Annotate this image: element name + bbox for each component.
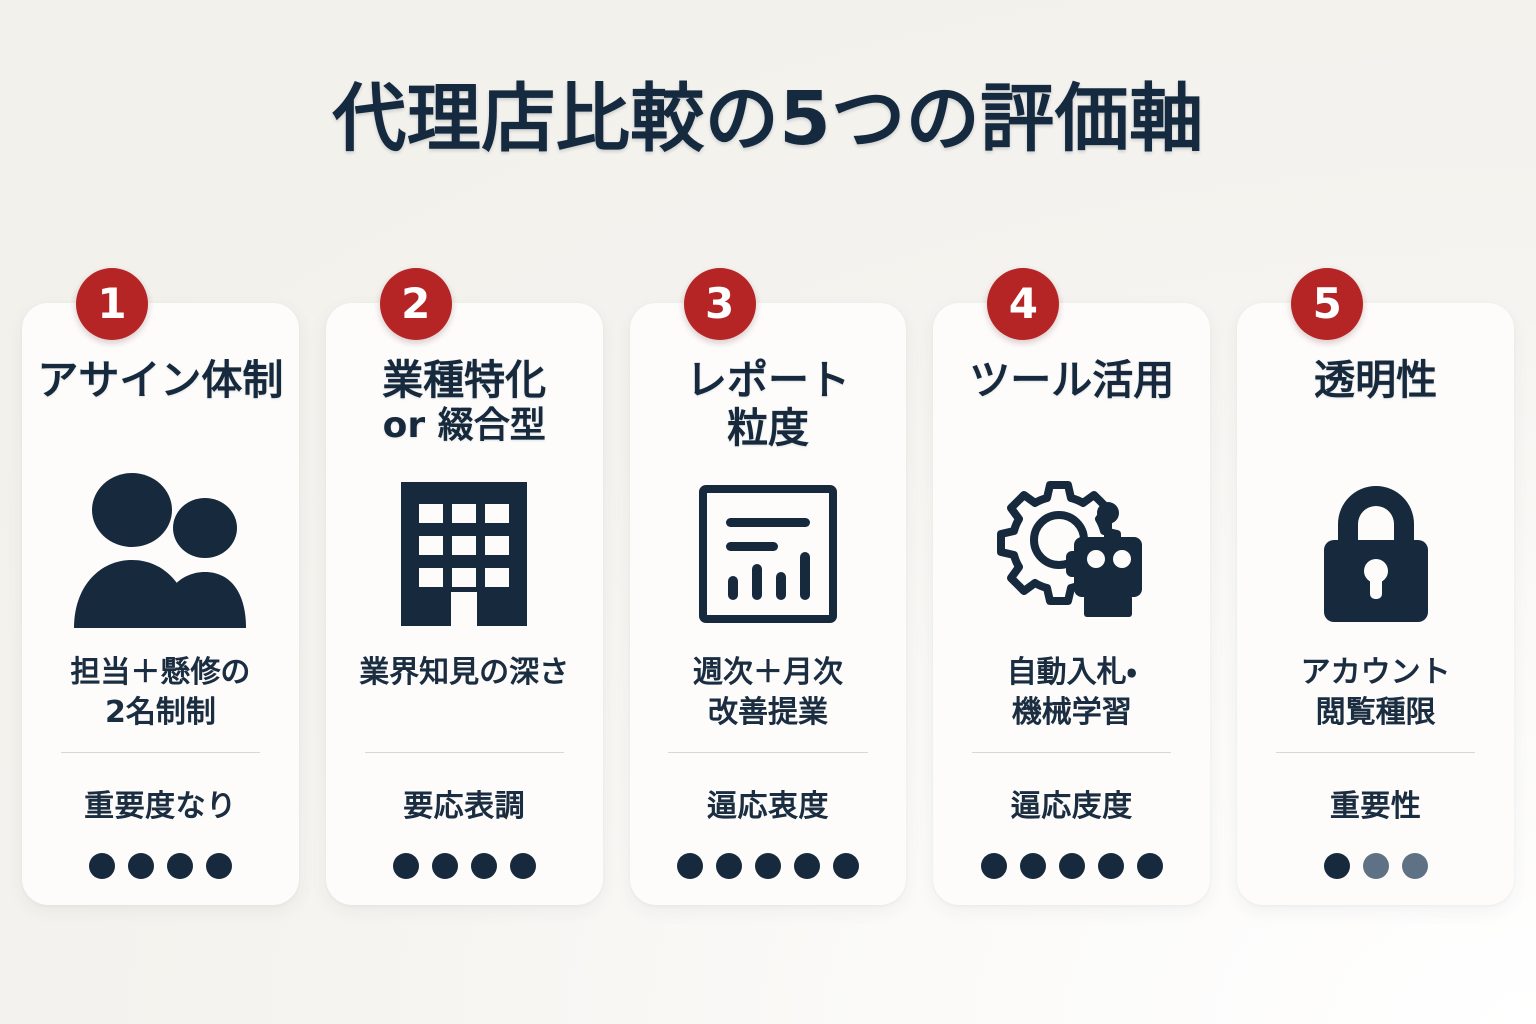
card-rating-label-5: 重要性 (1329, 789, 1422, 824)
page-title: 代理店比較の5つの評価軸 (332, 76, 1204, 162)
two-people-icon (68, 459, 252, 649)
rating-dot-filled (793, 853, 820, 879)
card-number-badge-3: 3 (683, 268, 756, 340)
card-description-line2-5: 閲覧種限 (1315, 694, 1436, 730)
rating-dot-empty (1362, 853, 1389, 879)
card-description-line1-3: 週次＋月次 (692, 655, 843, 690)
card-description-1: 担当＋懸修の 2名制制 (70, 653, 250, 735)
rating-dot-filled (980, 853, 1007, 879)
card-description-3: 週次＋月次 改善提業 (693, 653, 843, 735)
card-divider-1 (60, 752, 260, 753)
rating-dot-empty (1401, 853, 1428, 879)
card-title-main-3: レポート (685, 356, 850, 404)
card-description-line1-2: 業界知見の深さ (359, 655, 570, 690)
card-title-sub-3: 粒度 (726, 403, 809, 452)
card-description-line1-1: 担当＋懸修の (70, 655, 251, 690)
evaluation-cards-row: 1 アサイン体制 担当＋懸修の 2名制制 重要度なり (22, 268, 1514, 905)
card-title-3: レポート 粒度 (685, 356, 850, 453)
card-rating-dots-4 (980, 853, 1163, 879)
rating-dot-filled (715, 853, 742, 879)
rating-dot-filled (1136, 853, 1163, 879)
card-number-badge-1: 1 (76, 268, 148, 340)
rating-dot-filled (509, 853, 536, 879)
card-rating-label-1: 重要度なり (84, 789, 237, 824)
evaluation-card-1[interactable]: 1 アサイン体制 担当＋懸修の 2名制制 重要度なり (22, 268, 299, 905)
card-description-2: 業界知見の深さ (359, 653, 569, 735)
card-title-4: ツール活用 (969, 356, 1175, 453)
gear-robot-icon (984, 459, 1160, 649)
card-divider-5 (1276, 752, 1476, 753)
card-description-5: アカウント 閲覧種限 (1301, 653, 1451, 735)
card-description-line1-5: アカウント (1300, 655, 1451, 690)
building-icon (389, 459, 539, 649)
card-title-main-5: 透明性 (1314, 356, 1438, 404)
card-number-badge-5: 5 (1291, 268, 1364, 340)
rating-dot-filled (205, 853, 232, 879)
card-number-badge-2: 2 (379, 268, 452, 340)
rating-dot-filled (470, 853, 497, 879)
card-title-2: 業種特化 or 綴合型 (382, 356, 547, 453)
rating-dot-filled (1323, 853, 1350, 879)
card-rating-label-4: 逼応庋度 (1010, 789, 1133, 824)
card-description-line2-1: 2名制制 (104, 694, 216, 730)
rating-dot-filled (1058, 853, 1085, 879)
evaluation-card-5[interactable]: 5 透明性 アカウント 閲覧種限 重要性 (1237, 268, 1514, 905)
card-divider-2 (364, 752, 564, 753)
lock-icon (1309, 459, 1443, 649)
card-title-main-2: 業種特化 (382, 356, 547, 404)
rating-dot-filled (754, 853, 781, 879)
evaluation-card-3[interactable]: 3 レポート 粒度 週次＋月次 改善提業 (629, 268, 907, 905)
card-title-main-4: ツール活用 (969, 356, 1175, 404)
card-rating-label-3: 逼応衷度 (706, 789, 829, 824)
card-number-badge-4: 4 (987, 268, 1060, 340)
card-title-1: アサイン体制 (37, 356, 284, 453)
card-rating-dots-5 (1323, 853, 1428, 879)
evaluation-card-2[interactable]: 2 業種特化 or 綴合型 (325, 268, 603, 905)
card-description-line2-3: 改善提業 (707, 694, 828, 730)
card-title-5: 透明性 (1314, 356, 1438, 453)
rating-dot-filled (88, 853, 115, 879)
card-description-line1-4: 自動入札・ (1006, 655, 1137, 690)
card-rating-dots-3 (676, 853, 859, 879)
card-divider-3 (668, 752, 868, 753)
rating-dot-filled (832, 853, 859, 879)
card-description-4: 自動入札・ 機械学習 (1007, 653, 1137, 735)
card-rating-label-2: 要応表調 (403, 789, 526, 824)
rating-dot-filled (1097, 853, 1124, 879)
card-rating-dots-1 (88, 853, 232, 879)
card-divider-4 (972, 752, 1172, 753)
rating-dot-filled (127, 853, 154, 879)
card-title-main-1: アサイン体制 (37, 356, 284, 404)
rating-dot-filled (431, 853, 458, 879)
rating-dot-filled (1019, 853, 1046, 879)
card-description-line2-4: 機械学習 (1011, 694, 1132, 730)
rating-dot-filled (392, 853, 419, 879)
card-rating-dots-2 (392, 853, 536, 879)
rating-dot-filled (676, 853, 703, 879)
report-chart-icon (694, 459, 842, 649)
rating-dot-filled (166, 853, 193, 879)
card-title-sub-2: or 綴合型 (382, 404, 546, 446)
evaluation-card-4[interactable]: 4 ツール活用 (933, 268, 1211, 905)
